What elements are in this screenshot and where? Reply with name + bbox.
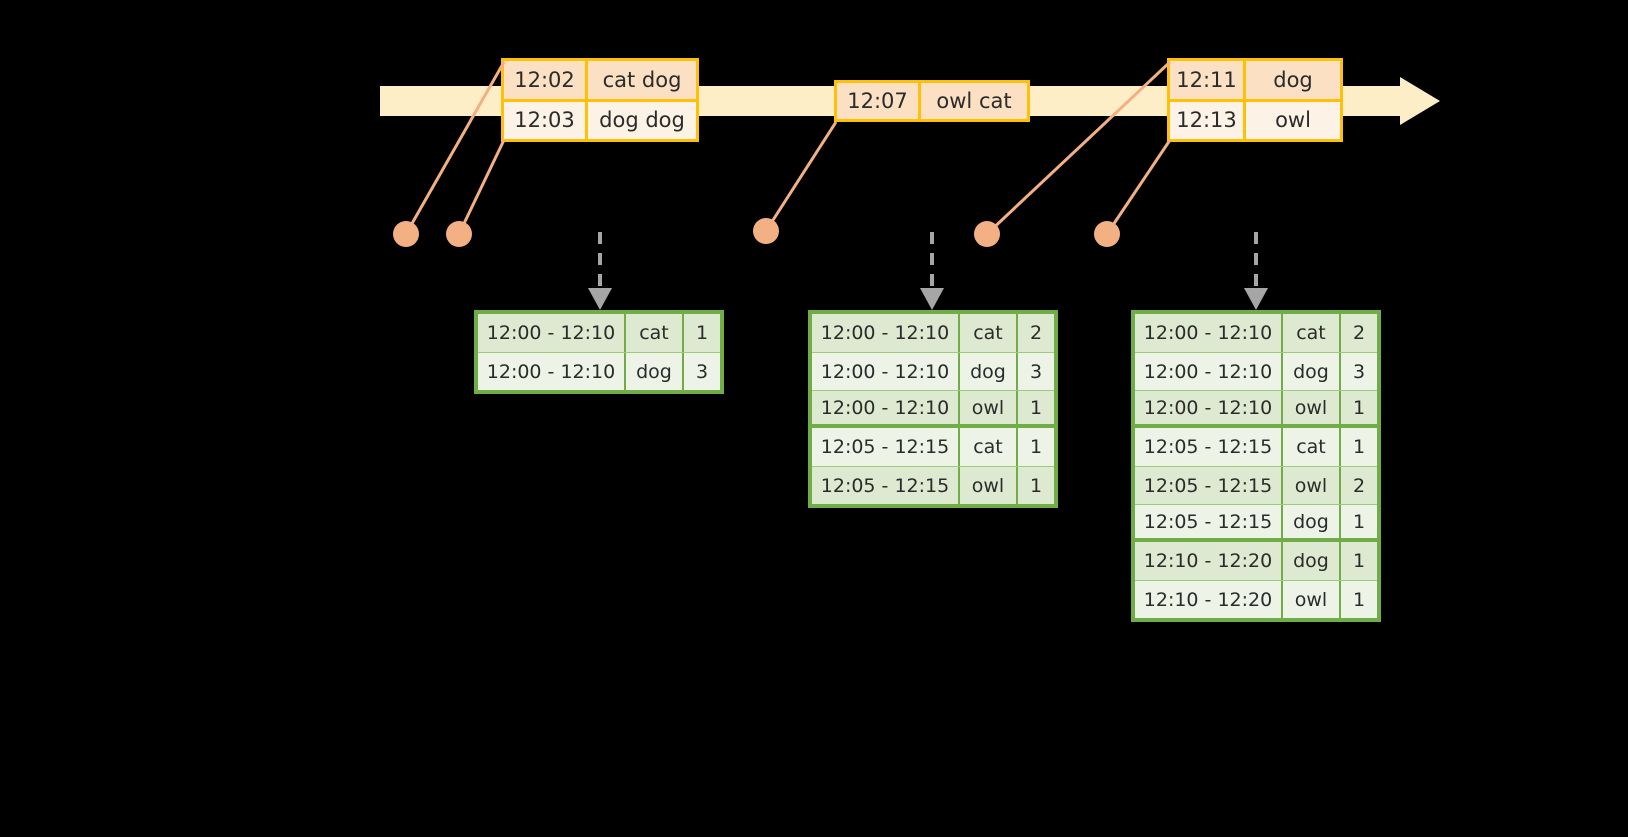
connector-dot-3 <box>753 218 779 244</box>
cell-count: 3 <box>695 360 709 383</box>
cell-count: 2 <box>1352 474 1366 497</box>
event-words: owl <box>1275 108 1311 133</box>
cell-count: 1 <box>1029 474 1043 497</box>
cell-window: 12:05 - 12:15 <box>812 467 960 504</box>
cell-window: 12:00 - 12:10 <box>812 391 960 424</box>
cell-count: 3 <box>1352 360 1366 383</box>
cell-word: cat <box>626 314 684 352</box>
event-words: dog dog <box>599 108 685 133</box>
cell-window: 12:00 - 12:10 <box>1135 391 1283 424</box>
event-time: 12:11 <box>1170 61 1246 99</box>
flow-arrow-head-1 <box>588 288 612 310</box>
cell-word: owl <box>960 391 1018 424</box>
cell-window: 12:00 - 12:10 <box>478 314 626 352</box>
cell-window: 12:00 - 12:10 <box>478 353 626 390</box>
event-words: dog <box>1273 67 1313 92</box>
cell-count: 1 <box>1352 510 1366 533</box>
cell-window: 12:05 - 12:15 <box>1135 428 1283 466</box>
cell-count: 1 <box>1029 396 1043 419</box>
connector-dot-4 <box>974 221 1000 247</box>
cell-count: 2 <box>1352 322 1366 344</box>
event-words: cat dog <box>602 67 682 92</box>
cell-window: 12:05 - 12:15 <box>812 428 960 466</box>
leader-line-5 <box>1105 139 1172 235</box>
cell-word: cat <box>960 314 1018 352</box>
cell-word: dog <box>1283 353 1341 390</box>
cell-count: 1 <box>1352 550 1366 572</box>
cell-word: dog <box>960 353 1018 390</box>
cell-count: 1 <box>1352 396 1366 419</box>
cell-count: 1 <box>1352 588 1366 611</box>
cell-word: cat <box>960 428 1018 466</box>
cell-window: 12:05 - 12:15 <box>1135 467 1283 504</box>
cell-count: 2 <box>1029 322 1043 344</box>
cell-word: owl <box>960 467 1018 504</box>
cell-count: 1 <box>1352 436 1366 458</box>
cell-window: 12:10 - 12:20 <box>1135 542 1283 580</box>
event-row: 12:02 cat dog <box>504 61 696 99</box>
event-row: 12:07 owl cat <box>837 83 1027 119</box>
cell-word: cat <box>1283 428 1341 466</box>
cell-word: cat <box>1283 314 1341 352</box>
event-group-3: 12:11 dog 12:13 owl <box>1167 58 1343 142</box>
event-time: 12:13 <box>1170 101 1246 139</box>
timeline-arrowhead-icon <box>1400 77 1440 125</box>
leader-line-2 <box>457 139 506 235</box>
cell-count: 1 <box>1029 436 1043 458</box>
event-words: owl cat <box>936 89 1012 113</box>
cell-window: 12:00 - 12:10 <box>812 353 960 390</box>
cell-word: dog <box>626 353 684 390</box>
event-time: 12:07 <box>837 83 921 119</box>
cell-window: 12:00 - 12:10 <box>812 314 960 352</box>
event-row: 12:13 owl <box>1170 98 1340 139</box>
event-time: 12:02 <box>504 61 588 99</box>
leader-line-3 <box>764 121 838 232</box>
flow-arrow-head-3 <box>1244 288 1268 310</box>
cell-word: owl <box>1283 391 1341 424</box>
event-group-2: 12:07 owl cat <box>834 80 1030 122</box>
event-row: 12:03 dog dog <box>504 98 696 139</box>
cell-window: 12:00 - 12:10 <box>1135 353 1283 390</box>
cell-window: 12:10 - 12:20 <box>1135 581 1283 618</box>
cell-word: dog <box>1283 505 1341 538</box>
event-row: 12:11 dog <box>1170 61 1340 99</box>
cell-window: 12:00 - 12:10 <box>1135 314 1283 352</box>
cell-count: 3 <box>1029 360 1043 383</box>
connector-dot-2 <box>446 221 472 247</box>
cell-word: dog <box>1283 542 1341 580</box>
cell-word: owl <box>1283 581 1341 618</box>
cell-window: 12:05 - 12:15 <box>1135 505 1283 538</box>
connector-dot-5 <box>1094 221 1120 247</box>
connector-dot-1 <box>393 221 419 247</box>
cell-count: 1 <box>695 322 709 344</box>
event-group-1: 12:02 cat dog 12:03 dog dog <box>501 58 699 142</box>
event-time: 12:03 <box>504 101 588 139</box>
cell-word: owl <box>1283 467 1341 504</box>
flow-arrow-head-2 <box>920 288 944 310</box>
